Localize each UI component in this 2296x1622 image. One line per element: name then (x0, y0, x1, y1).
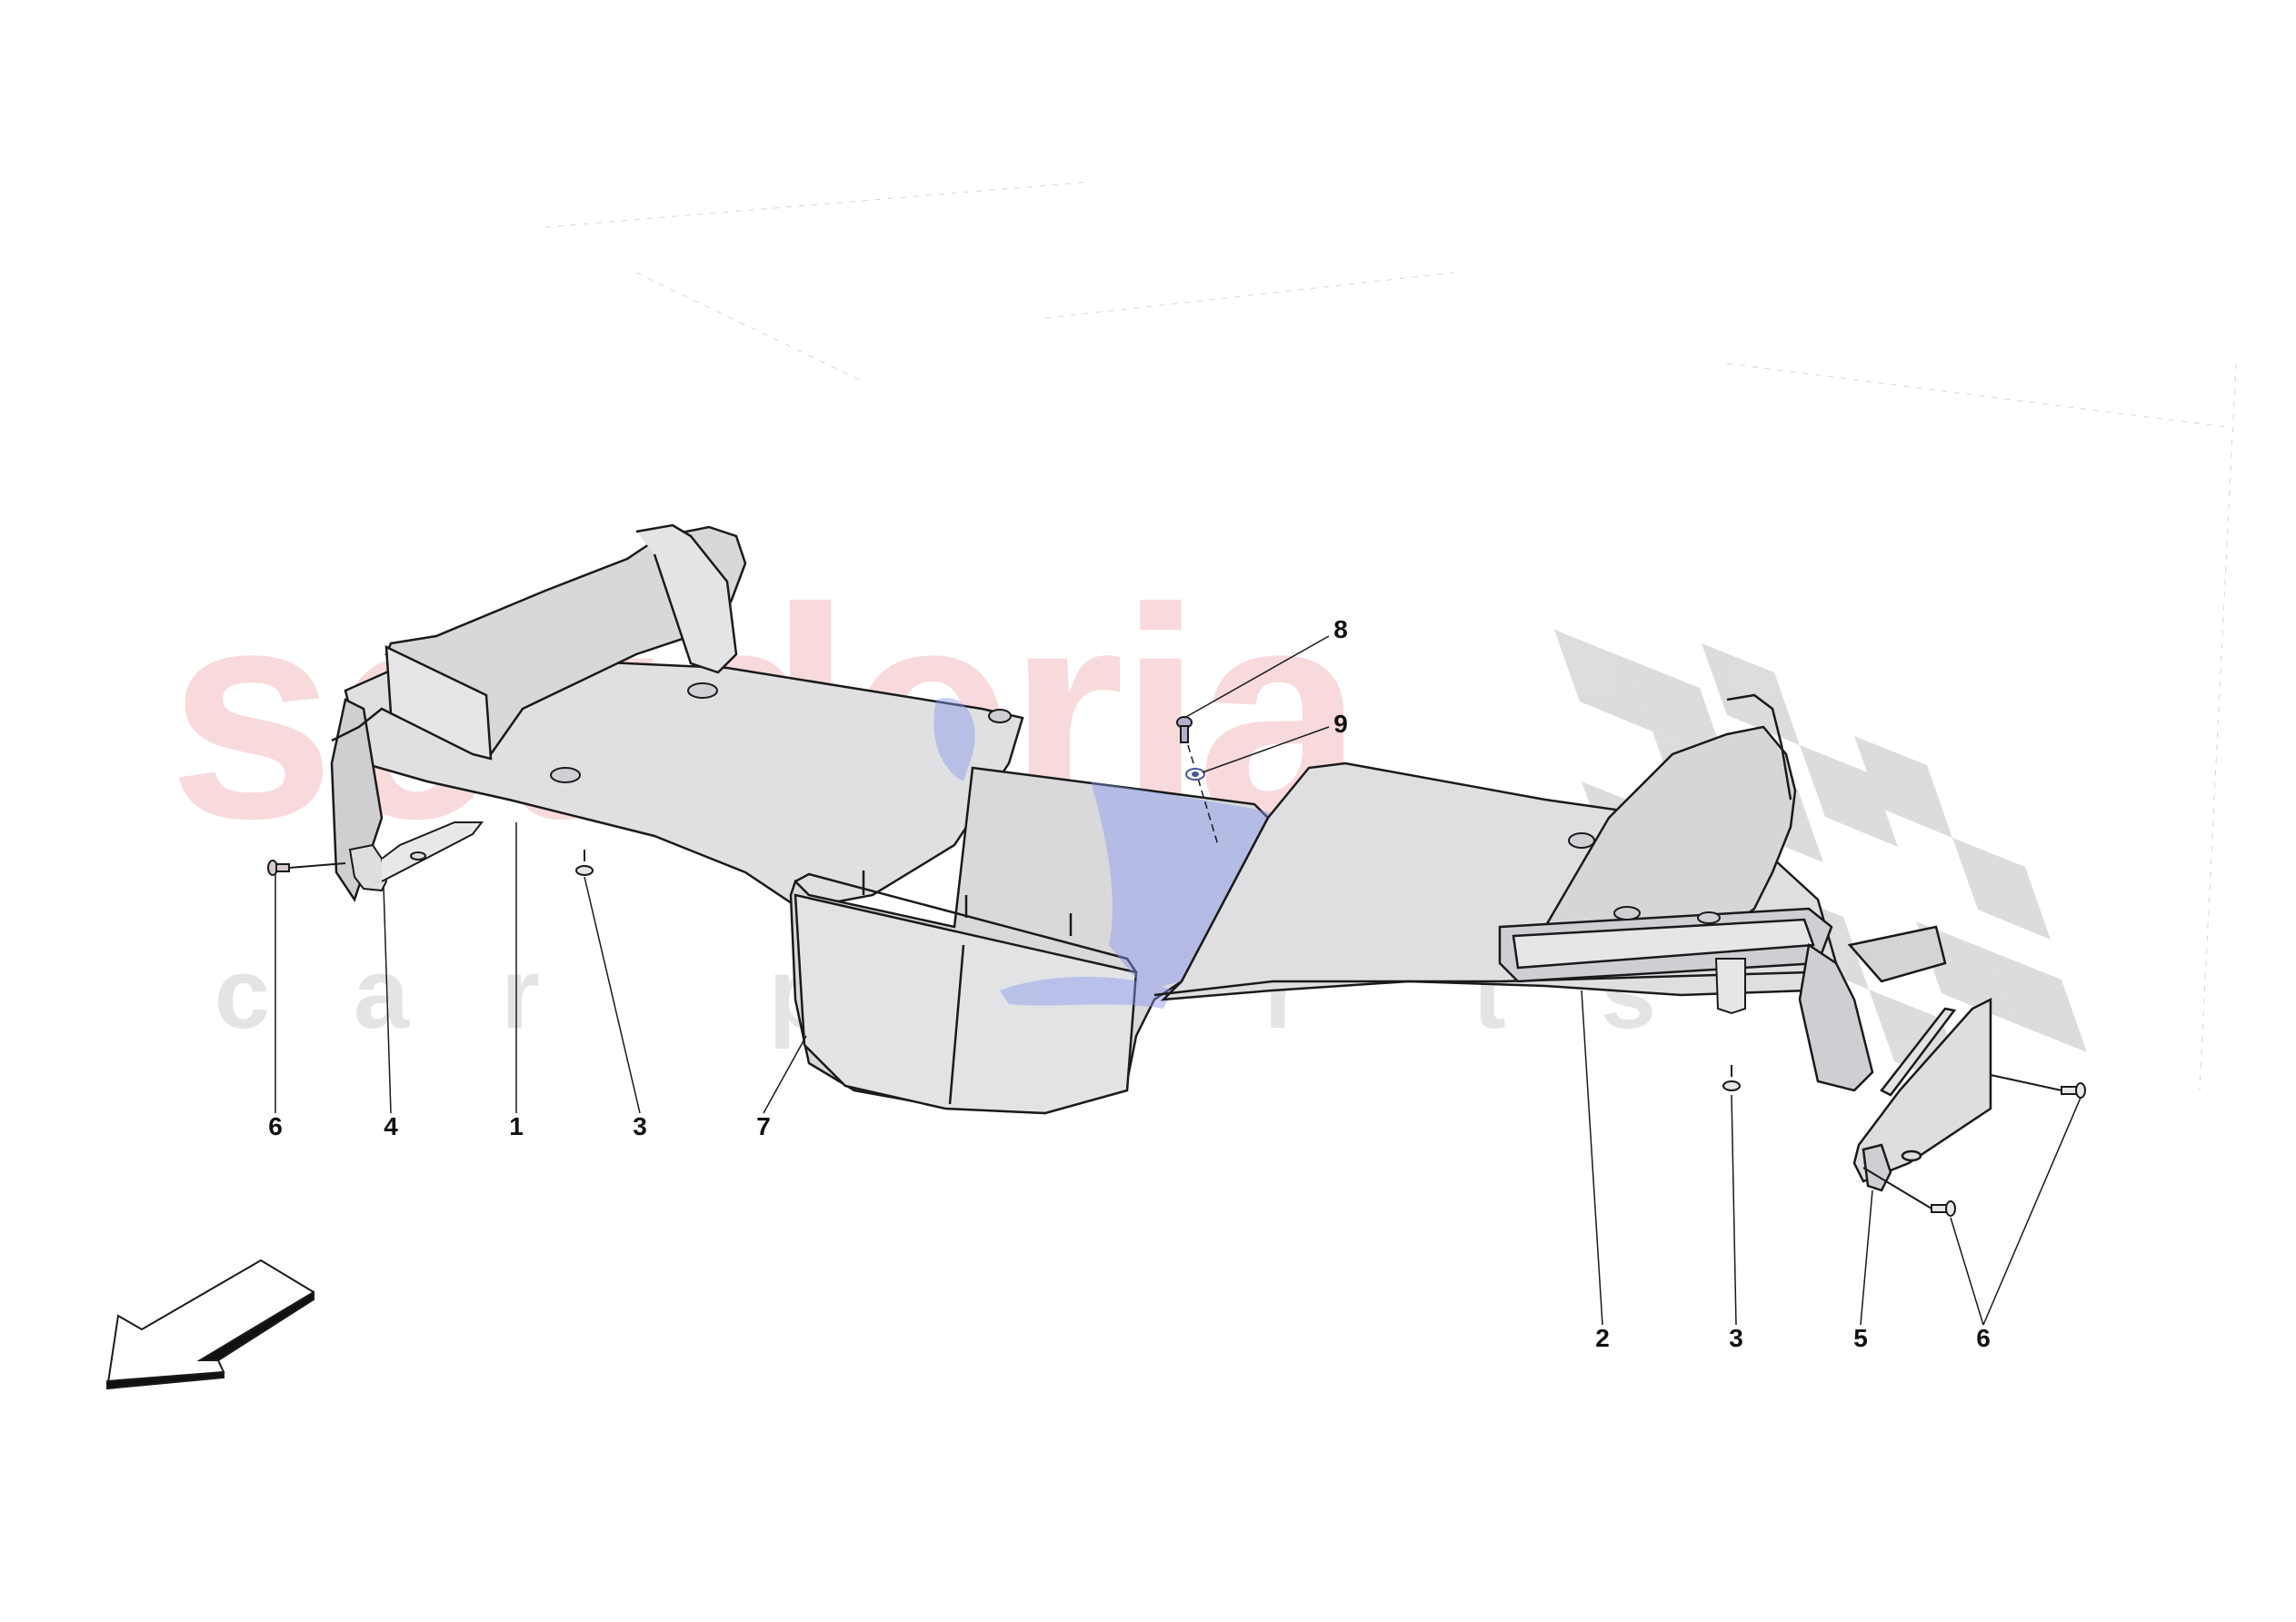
callout-2: 2 (1595, 1324, 1610, 1352)
callout-1: 1 (509, 1112, 524, 1140)
part-1-air-duct (384, 523, 747, 761)
callout-6-left: 6 (268, 1112, 283, 1140)
front-direction-arrow-icon (106, 1259, 314, 1390)
callout-8: 8 (1333, 615, 1348, 643)
watermark-letter: r (501, 938, 540, 1050)
watermark-letter: a (353, 938, 410, 1050)
leader-lines (275, 635, 2081, 1326)
callout-5: 5 (1853, 1324, 1868, 1352)
part-4-bracket (348, 821, 484, 892)
part-9-washer (1185, 768, 1205, 781)
part-6-bolt-left (267, 860, 346, 876)
part-7-pins (862, 871, 1073, 936)
callout-6-right: 6 (1976, 1324, 1991, 1352)
watermark-letter: c (214, 938, 271, 1050)
callout-3-right: 3 (1729, 1324, 1743, 1352)
part-5-bracket (1852, 997, 1992, 1192)
callout-4: 4 (384, 1112, 398, 1140)
part-7-center-panel (789, 766, 1270, 1115)
part-3-clip-left (575, 850, 594, 876)
part-2-air-duct (1498, 693, 1947, 1092)
callout-9: 9 (1333, 710, 1348, 738)
callout-3-left: 3 (633, 1112, 647, 1140)
part-8-bolt (1176, 716, 1193, 743)
part-6-bolts-right (1862, 1074, 2086, 1217)
part-3-clip-right (1714, 958, 1746, 1091)
callout-7: 7 (756, 1112, 771, 1140)
